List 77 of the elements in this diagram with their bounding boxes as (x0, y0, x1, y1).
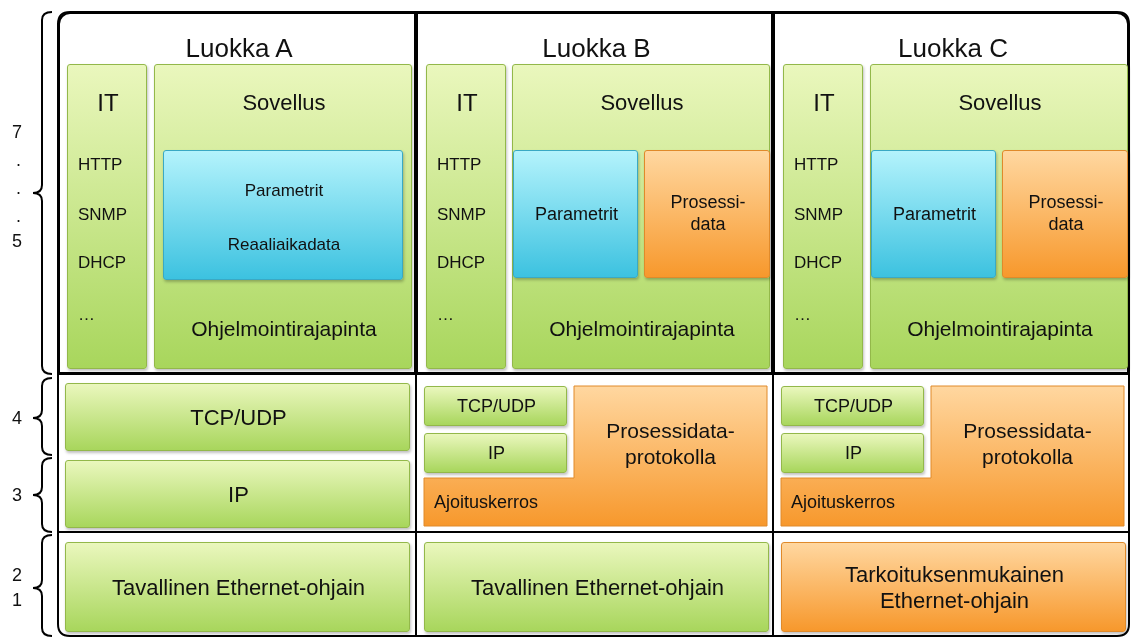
protocol-column-box (426, 64, 506, 369)
protocol-label: Ajoituskerros (434, 492, 539, 514)
protocol-name: SNMP (78, 204, 128, 226)
osi-layer-number: 5 (12, 231, 22, 252)
process-data-protocol-box (781, 386, 1124, 526)
class-column-panel (773, 12, 1129, 374)
layer-label: TCP/UDP (190, 404, 287, 432)
protocol-layer-box (65, 460, 410, 528)
process-data-label: Prosessi- data (1027, 192, 1105, 236)
layer-label: TCP/UDP (814, 396, 893, 418)
process-data-label: Prosessi- data (669, 192, 747, 236)
protocol-label: Prosessidata- protokolla (605, 418, 736, 469)
protocol-name: HTTP (794, 154, 839, 176)
osi-layer-number: 2 (12, 565, 22, 586)
application-layer-box (512, 64, 770, 369)
process-data-protocol-box (424, 386, 767, 526)
layer-label: TCP/UDP (457, 396, 536, 418)
class-heading: Luokka C (898, 33, 1008, 65)
parameter-box (513, 150, 638, 278)
layer-label: Sovellus (242, 89, 326, 117)
class-column-panel (58, 12, 416, 374)
ethernet-controller-box (781, 542, 1126, 632)
parameter-label: Parametrit (244, 180, 324, 202)
protocol-layer-box (781, 433, 924, 473)
protocol-name: … (78, 304, 95, 326)
layer-label: IP (845, 443, 862, 465)
layer-label: Sovellus (600, 89, 684, 117)
protocol-name: DHCP (437, 252, 486, 274)
osi-layer-number: 7 (12, 122, 22, 143)
parameter-box (163, 150, 403, 280)
parameter-label: Parametrit (893, 204, 976, 226)
protocol-name: HTTP (78, 154, 123, 176)
protocol-name: SNMP (794, 204, 844, 226)
column-heading: IT (456, 88, 478, 118)
protocol-name: … (794, 304, 811, 326)
class-column-panel (416, 12, 773, 374)
protocol-layer-box (781, 386, 924, 426)
osi-layer-number: . (16, 178, 21, 199)
protocol-layer-box (424, 386, 567, 426)
protocol-column-box (783, 64, 863, 369)
layer-label: Tavallinen Ethernet-ohjain (111, 574, 366, 602)
osi-layer-number: 1 (12, 590, 22, 611)
layer-label: IP (488, 443, 505, 465)
protocol-label: Ajoituskerros (791, 492, 896, 514)
layer-label: Tavallinen Ethernet-ohjain (470, 574, 725, 602)
class-heading: Luokka A (185, 33, 293, 65)
protocol-layer-box (424, 433, 567, 473)
parameter-box (871, 150, 996, 278)
protocol-name: HTTP (437, 154, 482, 176)
layer-label: Sovellus (958, 89, 1042, 117)
protocol-name: DHCP (78, 252, 127, 274)
process-data-box (644, 150, 770, 278)
application-layer-box (154, 64, 412, 369)
layer-label: IP (228, 481, 249, 509)
column-heading: IT (813, 88, 835, 118)
layer-label: Ohjelmointirajapinta (549, 316, 735, 342)
protocol-name: … (437, 304, 454, 326)
protocol-label: Prosessidata- protokolla (962, 418, 1093, 469)
protocol-layer-box (65, 383, 410, 451)
parameter-label: Parametrit (535, 204, 618, 226)
protocol-name: DHCP (794, 252, 843, 274)
application-layer-box (870, 64, 1128, 369)
class-heading: Luokka B (542, 33, 651, 65)
protocol-name: SNMP (437, 204, 487, 226)
column-heading: IT (97, 88, 119, 118)
ethernet-controller-box (65, 542, 410, 632)
process-data-box (1002, 150, 1128, 278)
parameter-label: Reaaliaikadata (227, 234, 341, 256)
process-data-label: Tarkoituksenmukainen Ethernet-ohjain (844, 561, 1065, 615)
osi-layer-number: . (16, 206, 21, 227)
osi-layer-number: . (16, 150, 21, 171)
osi-layer-number: 4 (12, 408, 22, 429)
protocol-column-box (67, 64, 147, 369)
layer-label: Ohjelmointirajapinta (191, 316, 377, 342)
ethernet-controller-box (424, 542, 769, 632)
osi-layer-number: 3 (12, 485, 22, 506)
layer-label: Ohjelmointirajapinta (907, 316, 1093, 342)
